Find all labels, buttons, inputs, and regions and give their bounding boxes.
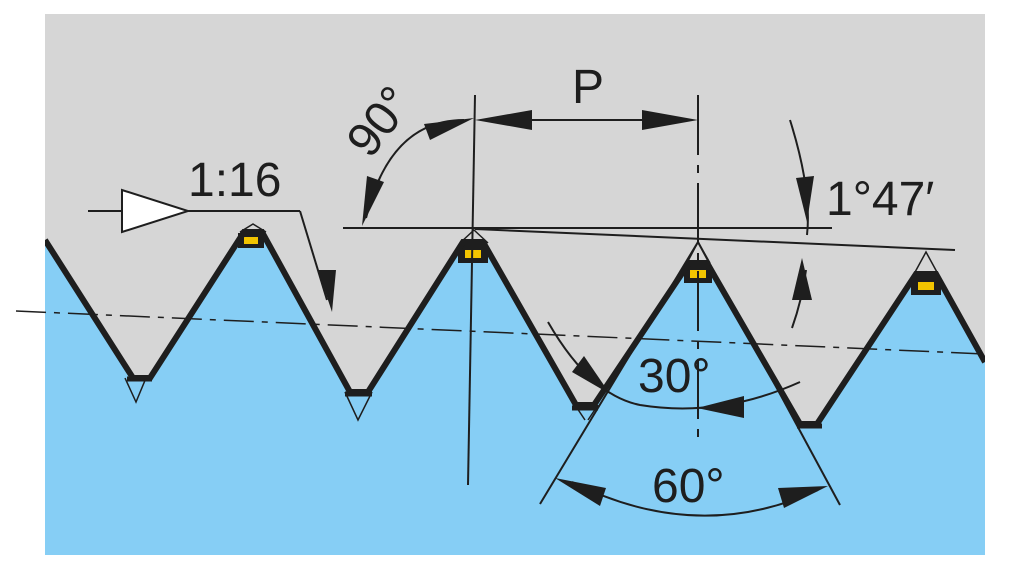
- flank-extension-right: [697, 241, 841, 506]
- thread-angle-label: 60°: [652, 460, 725, 513]
- flank-extension-left: [539, 241, 699, 505]
- pitch-label: P: [572, 61, 604, 114]
- half-angle-arc: [547, 321, 801, 410]
- half-angle-label: 30°: [638, 350, 711, 403]
- taper-label: 1:16: [188, 154, 281, 207]
- crest-axis-1: [467, 94, 476, 486]
- thread-outline: [45, 229, 985, 427]
- pitch-line: [15, 310, 986, 355]
- taper-angle-label: 1°47′: [826, 173, 934, 226]
- arrowheads: [318, 110, 828, 508]
- bolt-thread-area: [45, 232, 985, 555]
- taper-symbol-icon: [121, 188, 192, 234]
- crest-taper-line: [474, 228, 956, 251]
